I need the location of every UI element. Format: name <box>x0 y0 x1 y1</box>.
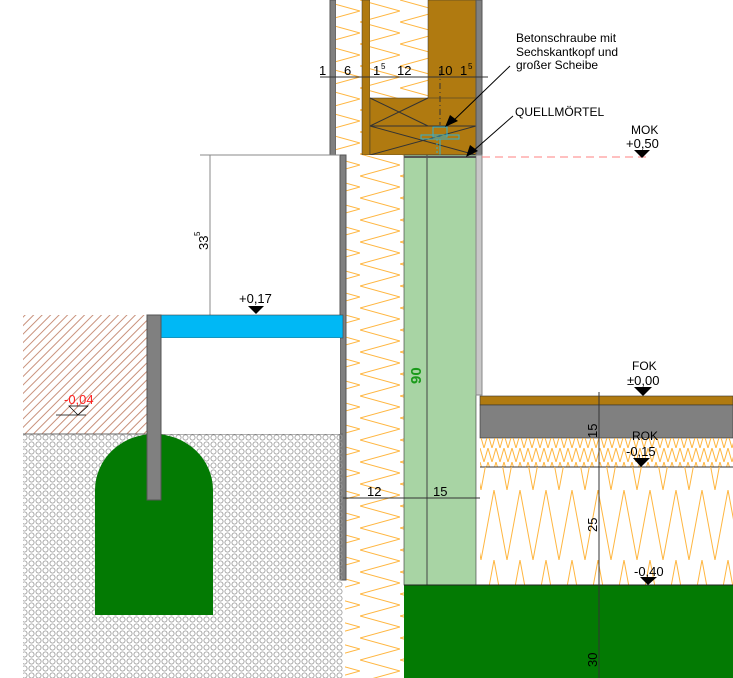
dim-10: 10 <box>438 63 452 78</box>
dim-1-5: 1 <box>373 63 380 78</box>
floor-covering <box>479 395 733 406</box>
annotation-text: QUELLMÖRTEL <box>515 105 604 119</box>
floor-slab <box>404 585 733 678</box>
step-height-label: 33 <box>196 236 211 250</box>
level-ground: -0,04 <box>56 392 94 416</box>
screed <box>479 404 733 439</box>
level-fok: FOK ±0,00 <box>627 359 659 396</box>
level-name: FOK <box>632 359 657 373</box>
level-mok: MOK +0,50 <box>626 123 659 158</box>
dim-1: 1 <box>319 63 326 78</box>
annotation-line: großer Scheibe <box>516 58 598 72</box>
level-terrace: +0,17 <box>239 291 272 314</box>
insulation-thickness-label: 25 <box>585 518 600 532</box>
level-rok: ROK -0,15 <box>626 429 658 467</box>
dim-12: 12 <box>397 63 411 78</box>
soil <box>23 315 147 434</box>
mortar-annotation: QUELLMÖRTEL <box>466 105 604 157</box>
level-value: +0,50 <box>626 136 659 151</box>
concrete-wall <box>403 154 477 586</box>
annotation-line: Betonschraube mit <box>516 31 617 45</box>
level-value: +0,17 <box>239 291 272 306</box>
annotation-line: Sechskantkopf und <box>516 45 618 59</box>
wall-width-label: 15 <box>433 484 447 499</box>
dim-1-5b: 1 <box>460 63 467 78</box>
floor-insulation <box>480 467 733 585</box>
level-value: -0,15 <box>626 444 656 459</box>
level-value: -0,40 <box>634 564 664 579</box>
wall-layer-dimensions: 1 6 1 5 12 10 1 5 <box>319 62 488 78</box>
dim-superscript: 5 <box>381 62 386 71</box>
level-value: -0,04 <box>64 392 94 407</box>
impact-insulation <box>480 438 733 467</box>
level-name: ROK <box>632 429 658 443</box>
dim-superscript: 5 <box>468 62 473 71</box>
insulation-width-label: 12 <box>367 484 381 499</box>
screw-annotation: Betonschraube mit Sechskantkopf und groß… <box>445 31 618 127</box>
slab-thickness-label: 30 <box>585 653 600 667</box>
level-name: MOK <box>631 123 658 137</box>
screed-thickness-label: 15 <box>585 424 600 438</box>
level-base: -0,40 <box>634 564 664 585</box>
perimeter-insulation <box>345 155 404 678</box>
edge-post <box>146 314 162 501</box>
wall-height-label: 90 <box>408 367 425 384</box>
dim-superscript: 5 <box>193 231 202 236</box>
level-value: ±0,00 <box>627 373 659 388</box>
dim-6: 6 <box>344 63 351 78</box>
drain-pipe <box>95 434 213 615</box>
terrace-slab <box>160 314 344 339</box>
wall-plaster <box>475 154 483 396</box>
